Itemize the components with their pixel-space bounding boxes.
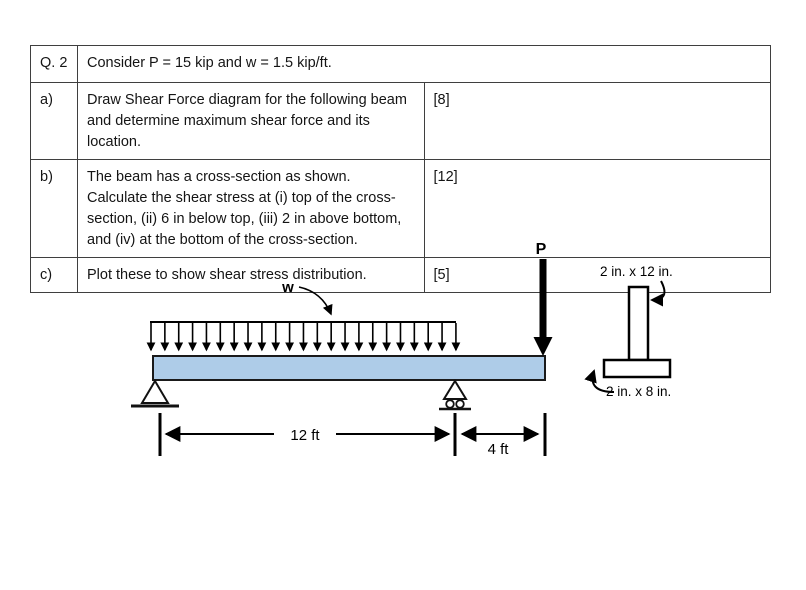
table-row: Q. 2 Consider P = 15 kip and w = 1.5 kip… <box>30 45 771 83</box>
question-table: Q. 2 Consider P = 15 kip and w = 1.5 kip… <box>30 45 771 293</box>
marks-cell: [8] <box>423 82 771 160</box>
part-label-cell: a) <box>30 82 78 160</box>
distributed-load-arrows <box>146 323 461 352</box>
marks-cell: [12] <box>423 159 771 258</box>
cross-section-flange <box>602 358 672 379</box>
question-intro-cell: Consider P = 15 kip and w = 1.5 kip/ft. <box>77 45 771 83</box>
part-label-cell: c) <box>30 257 78 293</box>
dim-label-12ft: 12 ft <box>290 427 320 444</box>
marks-cell: [5] <box>423 257 771 293</box>
dim-label-4ft: 4 ft <box>488 441 510 458</box>
roller-support <box>439 379 471 411</box>
table-row: a) Draw Shear Force diagram for the foll… <box>30 82 771 160</box>
table-row: c) Plot these to show shear stress distr… <box>30 257 771 293</box>
flange-label: 2 in. x 8 in. <box>606 384 671 399</box>
cross-section-web <box>627 285 650 362</box>
flange-pointer-arrow <box>584 369 615 393</box>
pin-support <box>131 379 179 408</box>
question-text-cell: Plot these to show shear stress distribu… <box>77 257 425 293</box>
question-text-cell: Draw Shear Force diagram for the followi… <box>77 82 425 160</box>
table-row: b) The beam has a cross-section as shown… <box>30 159 771 258</box>
beam <box>152 355 546 381</box>
point-load-arrowhead <box>533 337 553 356</box>
part-label-cell: b) <box>30 159 78 258</box>
question-number-cell: Q. 2 <box>30 45 78 83</box>
question-text-cell: The beam has a cross-section as shown. C… <box>77 159 425 258</box>
